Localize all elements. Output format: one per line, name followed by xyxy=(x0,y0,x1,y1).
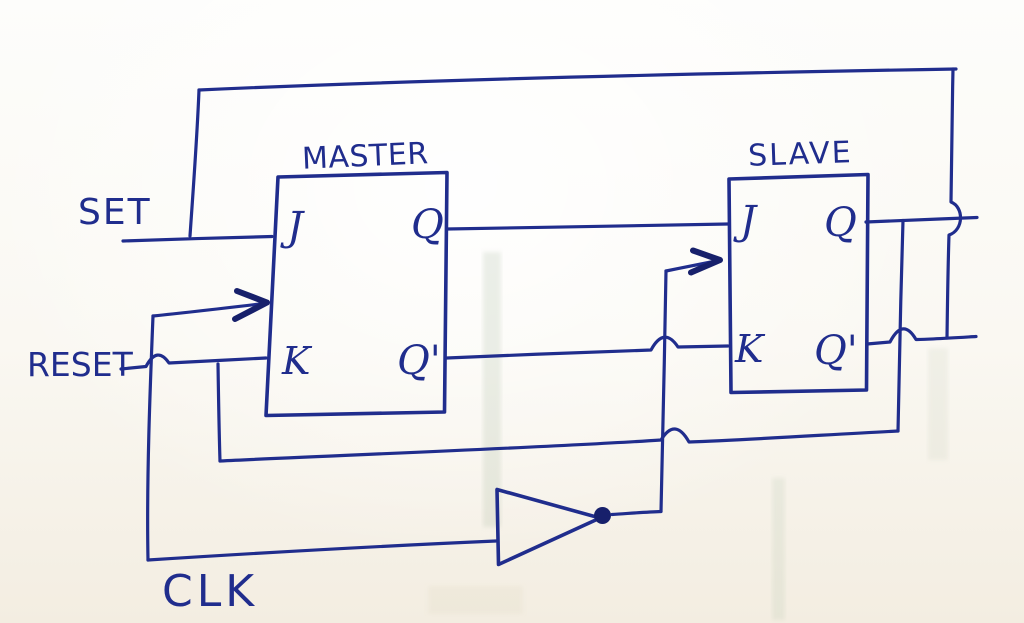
master-pin-k: K xyxy=(281,339,313,383)
master-title: MASTER xyxy=(301,136,429,176)
master-box xyxy=(264,170,449,418)
wire-master-q-to-slave-j xyxy=(445,222,730,231)
set-input-label: SET xyxy=(78,192,152,233)
slave-pin-k: K xyxy=(734,327,766,371)
inverter-bubble-dot xyxy=(594,507,611,524)
wire-feedback-top xyxy=(197,67,958,92)
slave-pin-qbar: Q' xyxy=(814,328,858,374)
wire-reset-to-master-k-hop xyxy=(119,353,268,371)
wire-feedback-left-vertical xyxy=(188,88,201,238)
wire-feedback-right-vertical-hop xyxy=(945,67,963,340)
ink-bleed-artifact xyxy=(428,586,523,614)
wire-q-feedback-vertical xyxy=(896,218,905,433)
wire-q-feedback-horizontal-hop xyxy=(218,427,900,463)
wire-slave-qbar-output-hop xyxy=(865,327,978,346)
wire-slave-clock-vertical xyxy=(659,269,668,514)
slave-pin-j: J xyxy=(733,198,758,244)
master-pin-j: J xyxy=(280,204,305,250)
ink-bleed-artifact xyxy=(483,252,501,527)
wire-inverter-output xyxy=(610,509,663,517)
wire-clk-to-inverter xyxy=(146,539,498,562)
slave-box xyxy=(727,172,870,395)
wire-master-qbar-to-slave-k-hop xyxy=(445,335,730,360)
master-clock-arrowhead-icon xyxy=(232,288,270,322)
ink-bleed-artifact xyxy=(772,478,785,620)
master-pin-qbar: Q' xyxy=(397,338,441,384)
inverter-gate xyxy=(495,487,602,567)
wire-clk-vertical xyxy=(146,314,155,562)
master-pin-q: Q xyxy=(411,202,444,248)
wire-set-to-master-j xyxy=(121,234,274,243)
wire-q-feedback-up-to-k xyxy=(216,362,222,463)
slave-pin-q: Q xyxy=(824,200,857,246)
slave-clock-arrowhead-icon xyxy=(688,247,723,276)
reset-input-label: RESET xyxy=(27,345,134,384)
slave-title: SLAVE xyxy=(748,135,854,174)
clk-input-label: CLK xyxy=(162,566,258,617)
wire-clk-to-master-clock xyxy=(151,301,266,318)
ink-bleed-artifact xyxy=(928,348,948,460)
wire-slave-q-output xyxy=(864,215,979,224)
